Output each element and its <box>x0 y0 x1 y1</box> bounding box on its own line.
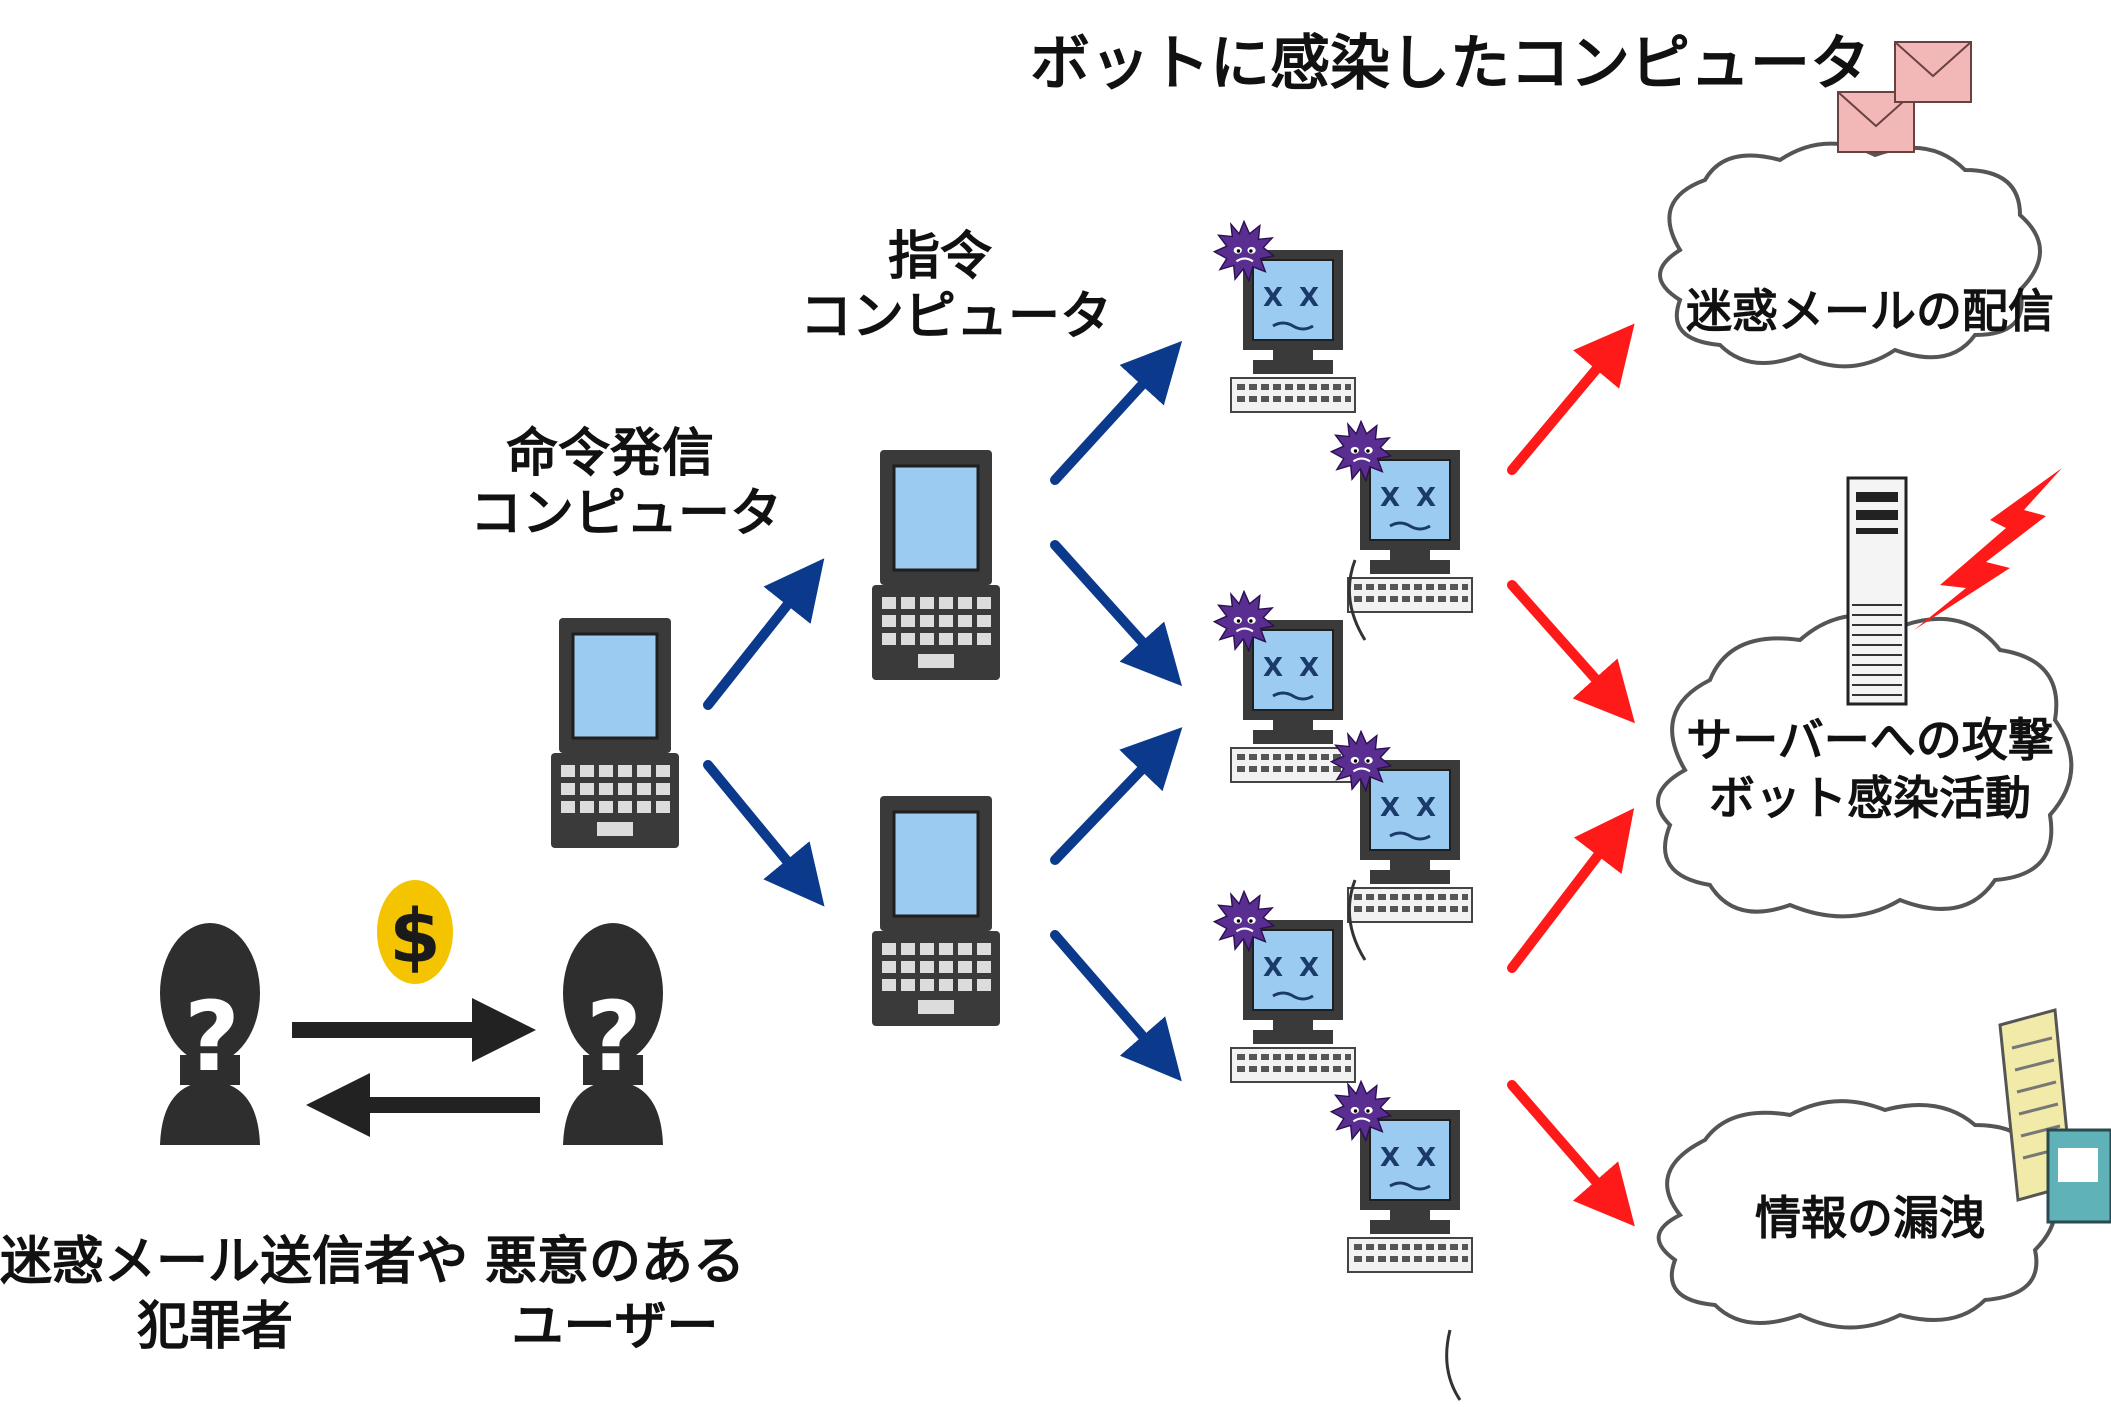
outcome-arrow <box>1507 323 1635 475</box>
laptop-icon <box>870 448 1002 682</box>
laptop-icon <box>870 794 1002 1028</box>
cloud-icon <box>1656 1099 2057 1330</box>
command-arrow <box>1050 540 1183 687</box>
question-mark: ? <box>586 981 642 1093</box>
command-relay-line2: コンピュータ <box>800 286 1113 347</box>
command-arrow <box>703 558 825 710</box>
svg-text:$: $ <box>389 894 441 980</box>
spammer-line2: 犯罪者 <box>136 1297 293 1357</box>
infected-pc-icon <box>1214 591 1355 782</box>
command-arrow <box>1050 727 1183 865</box>
command-relay-line1: 指令 <box>887 227 992 287</box>
cloud-icon <box>1658 141 2042 369</box>
document-icon <box>1998 1008 2111 1224</box>
malicious-user-line1: 悪意のある <box>484 1232 745 1292</box>
command-arrow <box>1050 340 1183 485</box>
server-icon <box>1846 476 1908 706</box>
command-arrow <box>1050 930 1182 1082</box>
outcome-attack-line1: サーバーへの攻撃 <box>1686 713 2054 767</box>
outcome-attack-label: サーバーへの攻撃 ボット感染活動 <box>1670 712 2070 827</box>
lightning-icon <box>1914 468 2062 630</box>
diagram-title: ボットに感染したコンピュータ <box>1030 29 1870 99</box>
outcome-arrow <box>1507 1080 1635 1227</box>
outcome-arrow <box>1507 580 1635 724</box>
malicious-user-line2: ユーザー <box>511 1297 719 1357</box>
spammer-line1: 迷惑メール送信者や <box>0 1232 469 1292</box>
command-source-line1: 命令発信 <box>505 424 714 484</box>
command-arrow <box>703 760 825 907</box>
question-mark: ? <box>184 981 240 1093</box>
outcome-spam-label: 迷惑メールの配信 <box>1686 284 2054 338</box>
infected-pc-icon <box>1331 1081 1472 1272</box>
laptop-icon <box>549 616 681 850</box>
envelope-icon <box>1894 41 1972 103</box>
dollar-coin-icon: $ <box>377 880 453 984</box>
cloud-icon <box>1656 613 2074 919</box>
infected-pc-icon <box>1214 891 1355 1082</box>
malicious-user-label: 悪意のある ユーザー <box>470 1230 760 1360</box>
infected-pc-icon <box>1331 421 1472 612</box>
spammer-label: 迷惑メール送信者や 犯罪者 <box>0 1230 469 1360</box>
outcome-arrow <box>1507 808 1635 973</box>
command-source-label: 命令発信 コンピュータ <box>470 424 783 545</box>
infected-pc-icon <box>1214 221 1355 412</box>
outcome-attack-line2: ボット感染活動 <box>1709 770 2031 825</box>
command-relay-label: 指令 コンピュータ <box>800 227 1113 348</box>
command-source-line2: コンピュータ <box>470 483 783 544</box>
outcome-leak-label: 情報の漏洩 <box>1755 1191 1985 1245</box>
